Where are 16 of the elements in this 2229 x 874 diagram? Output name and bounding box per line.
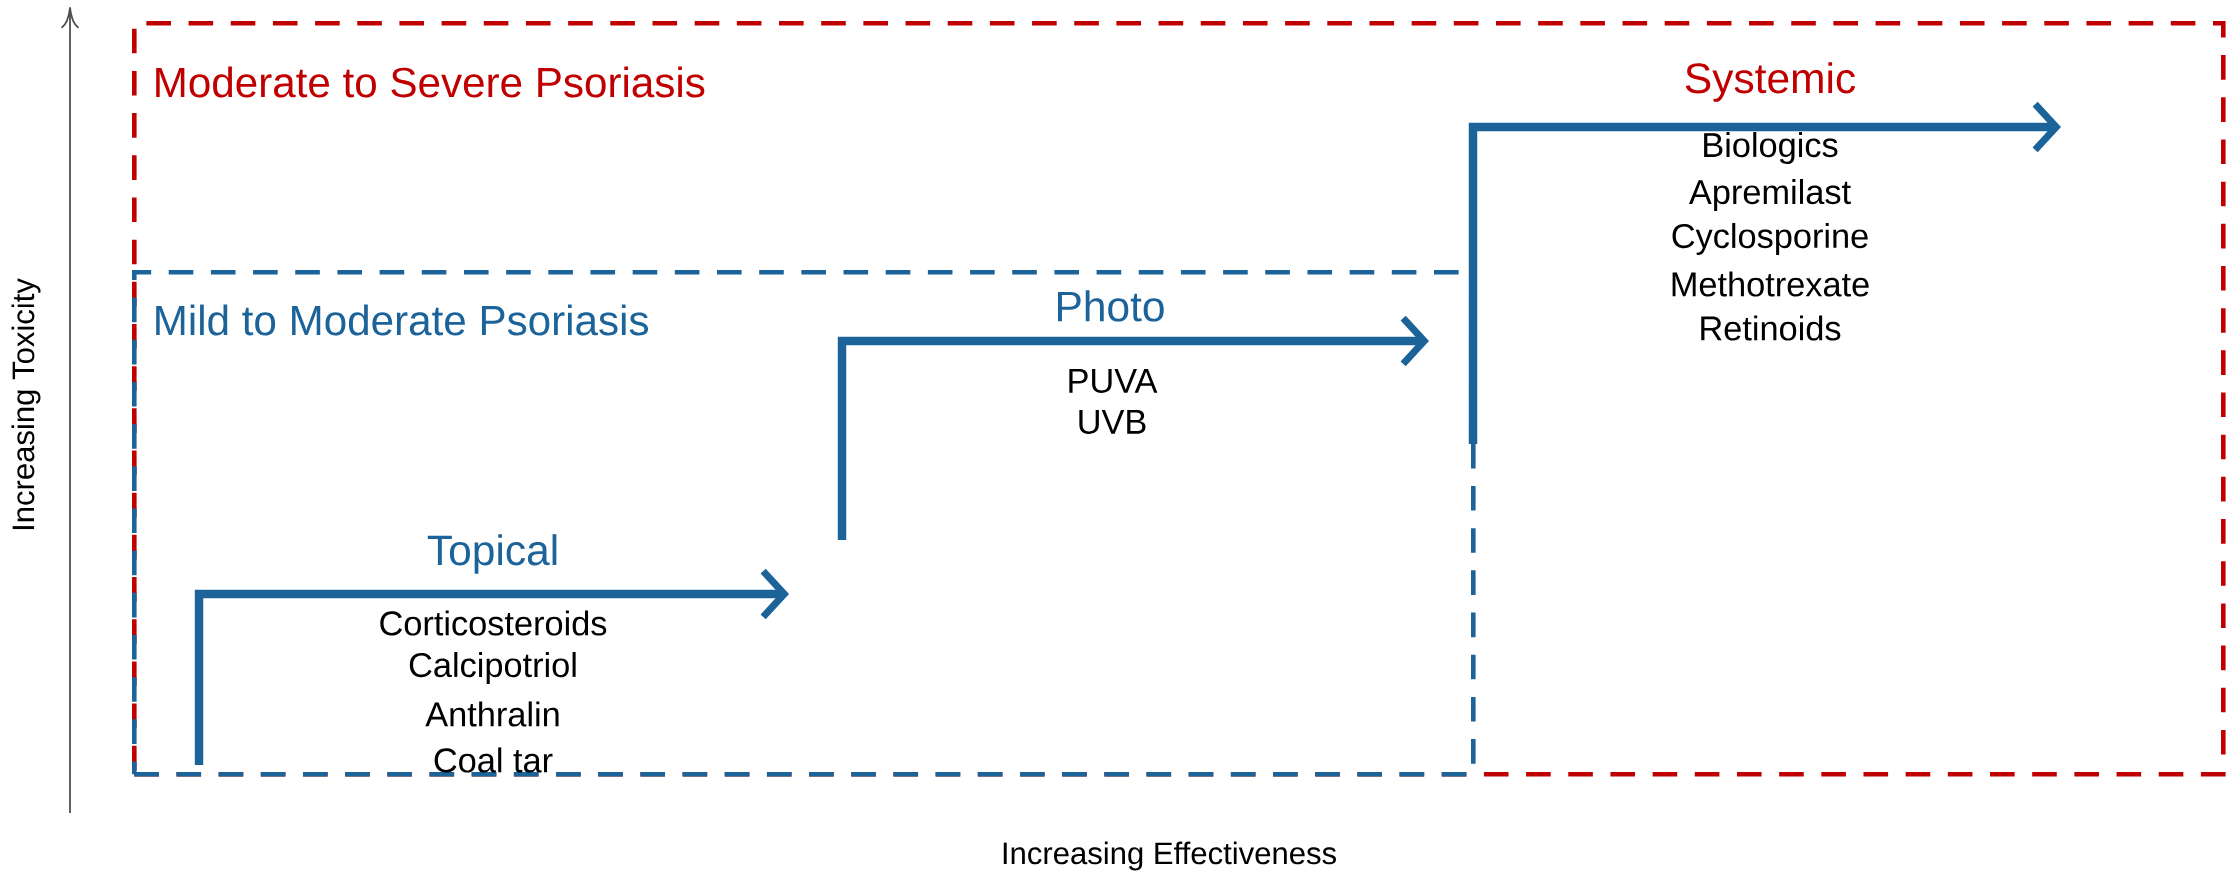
treatment-name: Cyclosporine: [1672, 223, 1868, 255]
group-heading: Photo: [1057, 290, 1164, 322]
treatment-name: Retinoids: [1701, 315, 1841, 341]
treatment-name: Corticosteroids: [380, 610, 607, 636]
axis-label: Increasing Toxicity: [11, 278, 41, 530]
axis-label: Increasing Effectiveness: [1003, 841, 1336, 871]
treatment-name: Calcipotriol: [409, 652, 576, 684]
treatment-name: Methotrexate: [1672, 271, 1869, 297]
treatment-name: Anthralin: [425, 701, 559, 727]
treatment-name: Coal tar: [434, 747, 553, 773]
group-heading: Systemic: [1685, 62, 1856, 102]
treatment-name: Apremilast: [1688, 179, 1851, 211]
group-heading: Topical: [427, 534, 557, 574]
treatment-name: UVB: [1079, 410, 1146, 434]
treatment-name: Biologics: [1704, 132, 1838, 164]
treatment-name: PUVA: [1069, 369, 1158, 393]
